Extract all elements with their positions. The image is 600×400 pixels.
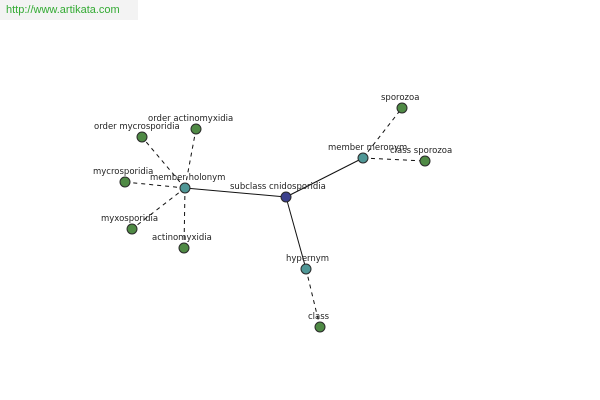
edge-center-to-member-holonym: [184, 187, 287, 198]
label-class[interactable]: class: [308, 312, 330, 322]
label-sporozoa[interactable]: sporozoa: [381, 93, 419, 103]
edge-member-holonym-to-order-actinomyxidia: [184, 128, 197, 189]
label-member-meronym[interactable]: member meronym: [328, 143, 407, 153]
label-order-actinomyxidia[interactable]: order actinomyxidia: [148, 114, 233, 124]
node-class-sporozoa[interactable]: [419, 155, 431, 167]
edge-center-to-hypernym: [285, 196, 307, 270]
edge-member-meronym-to-sporozoa: [362, 107, 403, 159]
graph-nodes: [119, 102, 431, 333]
edge-center-to-member-meronym: [285, 157, 364, 198]
node-order-actinomyxidia[interactable]: [190, 123, 202, 135]
source-url[interactable]: http://www.artikata.com: [0, 0, 138, 20]
graph-labels: subclass cnidosporidia member holonym memb…: [93, 93, 452, 322]
node-hypernym[interactable]: [300, 263, 312, 275]
edge-member-holonym-to-mycrosporidia: [124, 181, 186, 189]
label-mycrosporidia[interactable]: mycrosporidia: [93, 167, 153, 177]
node-class[interactable]: [314, 321, 326, 333]
edge-member-holonym-to-order-mycrosporidia: [141, 136, 186, 189]
node-order-mycrosporidia[interactable]: [136, 131, 148, 143]
edge-member-meronym-to-class-sporozoa: [362, 157, 426, 162]
node-sporozoa[interactable]: [396, 102, 408, 114]
node-member-holonym[interactable]: [179, 182, 191, 194]
label-myxosporidia[interactable]: myxosporidia: [101, 214, 158, 224]
edge-hypernym-to-class: [305, 268, 321, 328]
label-hypernym[interactable]: hypernym: [286, 254, 329, 264]
label-actinomyxidia[interactable]: actinomyxidia: [152, 233, 212, 243]
graph-edges: [124, 107, 426, 328]
node-center[interactable]: [280, 191, 292, 203]
edge-member-holonym-to-actinomyxidia: [183, 187, 186, 249]
label-class-sporozoa[interactable]: class sporozoa: [390, 146, 452, 156]
node-member-meronym[interactable]: [357, 152, 369, 164]
node-myxosporidia[interactable]: [126, 223, 138, 235]
node-actinomyxidia[interactable]: [178, 242, 190, 254]
label-member-holonym[interactable]: member holonym: [150, 173, 225, 183]
label-center[interactable]: subclass cnidosporidia: [230, 182, 326, 192]
edge-member-holonym-to-myxosporidia: [131, 187, 186, 230]
node-mycrosporidia[interactable]: [119, 176, 131, 188]
label-order-mycrosporidia[interactable]: order mycrosporidia: [94, 122, 180, 132]
